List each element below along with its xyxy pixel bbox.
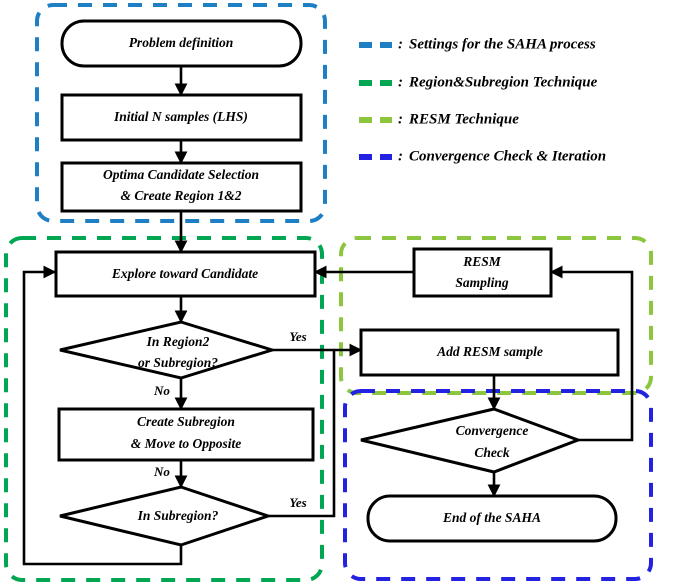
edge-insubregion-loop-back <box>22 265 183 566</box>
legend-separator-settings: : <box>398 36 403 52</box>
node-create-subregion-label-line1: Create Subregion <box>137 414 235 429</box>
node-optima-candidate-label-line2: & Create Region 1&2 <box>120 188 241 203</box>
legend-separator-convergence: : <box>398 148 403 164</box>
node-convergence-check-label-line2: Check <box>474 445 509 460</box>
node-create-subregion-label-line2: & Move to Opposite <box>131 436 242 451</box>
legend-item-settings: : Settings for the SAHA process <box>359 36 596 52</box>
legend-separator-resm: : <box>398 111 403 127</box>
edge-convergence-to-resm-sampling <box>549 265 634 442</box>
node-convergence-check-label-line1: Convergence <box>456 423 529 438</box>
node-initial-samples-label: Initial N samples (LHS) <box>113 109 248 124</box>
node-optima-candidate[interactable]: Optima Candidate Selection & Create Regi… <box>60 161 303 213</box>
node-initial-samples[interactable]: Initial N samples (LHS) <box>60 93 303 142</box>
node-resm-sampling-label-line1: RESM <box>462 254 502 269</box>
legend-separator-region-subregion: : <box>398 74 403 90</box>
node-in-subregion-decision[interactable]: In Subregion? <box>59 485 273 547</box>
node-problem-definition[interactable]: Problem definition <box>60 19 303 68</box>
node-end-of-saha-label: End of the SAHA <box>442 510 541 525</box>
node-in-region2-decision[interactable]: In Region2 or Subregion? <box>59 320 278 380</box>
edge-label-region2-yes: Yes <box>289 329 306 344</box>
node-problem-definition-label: Problem definition <box>129 35 234 50</box>
node-explore-candidate[interactable]: Explore toward Candidate <box>54 250 317 298</box>
legend-label-resm: RESM Technique <box>408 111 519 127</box>
node-end-of-saha[interactable]: End of the SAHA <box>366 494 618 543</box>
edge-insubregion-yes-to-junction <box>268 351 336 518</box>
node-in-subregion-label: In Subregion? <box>137 508 219 523</box>
node-in-region2-label-line2: or Subregion? <box>138 355 218 370</box>
node-create-subregion[interactable]: Create Subregion & Move to Opposite <box>57 407 315 462</box>
node-resm-sampling-label-line2: Sampling <box>455 275 509 290</box>
legend-item-convergence: : Convergence Check & Iteration <box>359 148 606 164</box>
legend-label-region-subregion: Region&Subregion Technique <box>408 74 598 90</box>
node-optima-candidate-label-line1: Optima Candidate Selection <box>103 167 259 182</box>
group-box-convergence <box>343 389 653 581</box>
legend-label-convergence: Convergence Check & Iteration <box>409 148 606 164</box>
legend: : Settings for the SAHA process : Region… <box>359 36 606 164</box>
legend-label-settings: Settings for the SAHA process <box>409 36 596 52</box>
group-box-region-subregion <box>4 236 324 582</box>
node-convergence-check-decision[interactable]: Convergence Check <box>360 407 583 474</box>
node-in-region2-label-line1: In Region2 <box>146 334 210 349</box>
node-explore-candidate-label: Explore toward Candidate <box>111 266 258 281</box>
node-add-resm-sample[interactable]: Add RESM sample <box>359 328 620 377</box>
edge-label-subregion-yes: Yes <box>289 495 306 510</box>
node-add-resm-sample-label: Add RESM sample <box>436 344 543 359</box>
legend-item-region-subregion: : Region&Subregion Technique <box>359 74 598 90</box>
group-box-settings <box>35 3 327 223</box>
legend-item-resm: : RESM Technique <box>359 111 519 127</box>
node-resm-sampling[interactable]: RESM Sampling <box>412 247 553 298</box>
group-box-resm <box>339 236 653 395</box>
edge-label-subregion-no: No <box>153 464 170 479</box>
edge-label-region2-no: No <box>153 383 170 398</box>
